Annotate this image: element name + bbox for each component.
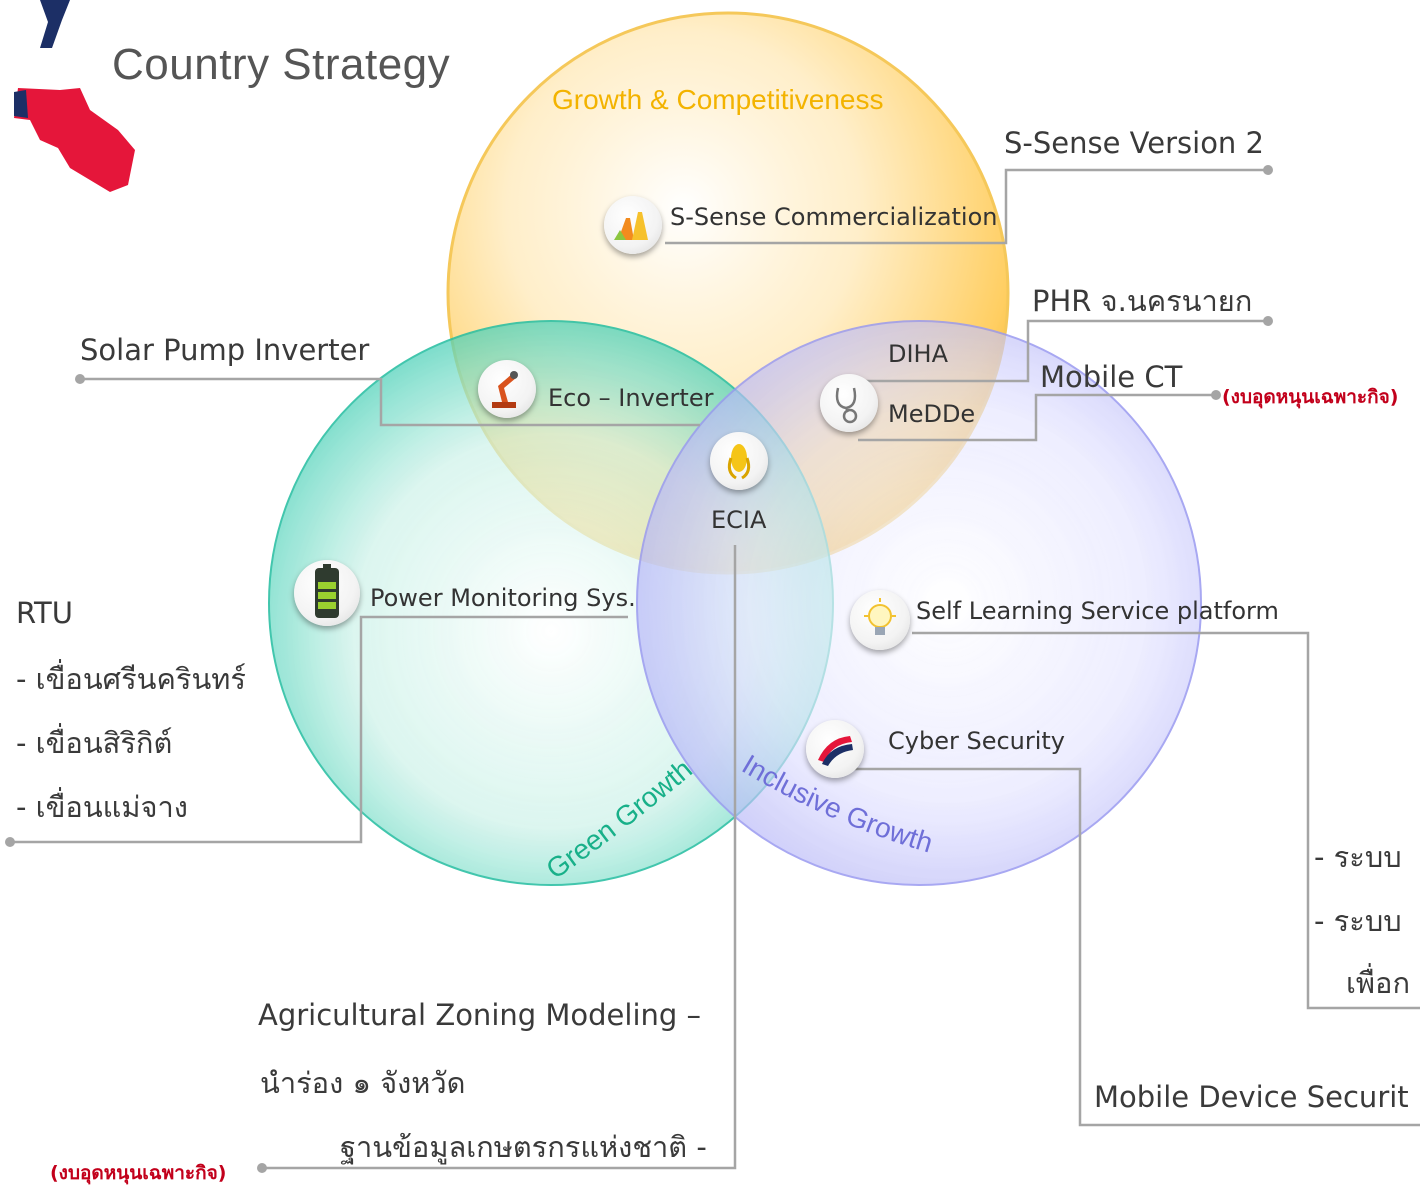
inclusive-growth-circle: [636, 320, 1202, 886]
farmer-database-label: ฐานข้อมูลเกษตรกรแห่งชาติ -: [340, 1130, 707, 1164]
agricultural-zoning-pilot: นำร่อง ๑ จังหวัด: [260, 1066, 466, 1100]
robot-arm-icon: [478, 360, 536, 418]
right-list-item: - ระบบ: [1314, 904, 1402, 938]
ecia-label: ECIA: [711, 506, 767, 534]
diha-label: DIHA: [888, 340, 949, 368]
rtu-item: - เขื่อนสิริกิต์: [16, 726, 173, 760]
corn-icon: [710, 432, 768, 490]
agricultural-zoning-label: Agricultural Zoning Modeling –: [258, 998, 702, 1032]
rtu-label: RTU: [16, 596, 73, 630]
phr-label: PHR จ.นครนายก: [1032, 284, 1253, 318]
thailand-map-icon: [14, 0, 135, 192]
chemistry-flask-icon: [604, 196, 662, 254]
page-title: Country Strategy: [112, 40, 451, 89]
self-learning-label: Self Learning Service platform: [916, 597, 1279, 625]
power-monitoring-label: Power Monitoring Sys.: [370, 584, 636, 612]
thai-flag-icon: [806, 720, 864, 778]
right-list-item: เพื่อก: [1346, 966, 1411, 1000]
lightbulb-icon: [850, 590, 910, 650]
rtu-item: - เขื่อนศรีนครินทร์: [16, 662, 246, 696]
right-list-item: - ระบบ: [1314, 840, 1402, 874]
s-sense-version-2-label: S-Sense Version 2: [1004, 126, 1264, 160]
s-sense-commercialization-label: S-Sense Commercialization: [670, 203, 998, 231]
farmer-database-note: (งบอุดหนุนเฉพาะกิจ): [50, 1162, 227, 1184]
cyber-security-label: Cyber Security: [888, 727, 1066, 755]
mobile-ct-note: (งบอุดหนุนเฉพาะกิจ): [1222, 386, 1399, 408]
stethoscope-icon: [820, 374, 878, 432]
medde-label: MeDDe: [888, 400, 976, 428]
rtu-item: - เขื่อนแม่จาง: [16, 790, 188, 824]
mobile-ct-label: Mobile CT: [1040, 360, 1183, 394]
eco-inverter-label: Eco – Inverter: [548, 384, 714, 412]
solar-pump-label: Solar Pump Inverter: [80, 333, 370, 367]
battery-icon: [294, 560, 360, 626]
mobile-device-security-label: Mobile Device Securit: [1094, 1080, 1409, 1114]
leader-lines: [8, 168, 1420, 1170]
leader-end-dots: [5, 165, 1273, 1173]
growth-competitiveness-label: Growth & Competitiveness: [552, 84, 884, 115]
